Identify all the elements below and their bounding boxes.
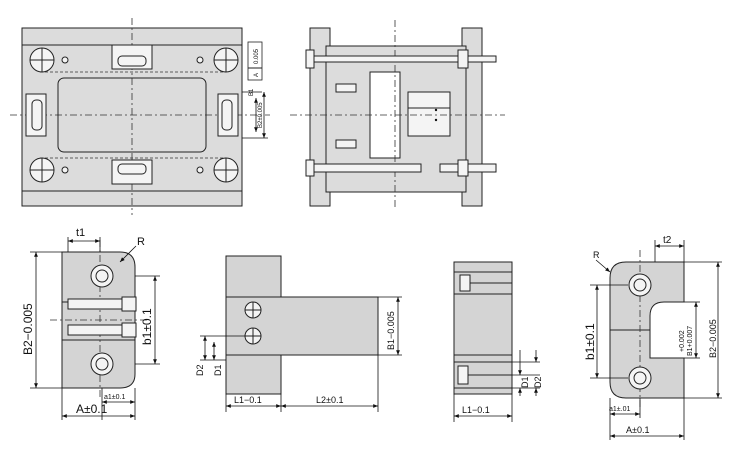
part4-block: R t2 b1±0.1 +0.002 B1+0.007 B2−0.005 a1±… xyxy=(583,235,722,440)
part4-b1-tol-label: B1+0.007 xyxy=(687,326,694,356)
tolerance-datum: A xyxy=(254,73,260,77)
part1-hole-bottom xyxy=(90,352,114,376)
guide-bushing-top-left xyxy=(29,47,55,73)
part1-screw-lower xyxy=(67,322,137,338)
part2-l2-label: L2±0.1 xyxy=(316,395,343,405)
part4-a-label: A±0.1 xyxy=(626,425,649,435)
part1-a-label: A±0.1 xyxy=(76,402,108,416)
part1-block: t1 R B2−0.005 b1±0.1 a1±0.1 A±0.1 xyxy=(21,227,160,420)
part3-l1-label: L1−0.1 xyxy=(462,405,490,415)
part4-b2-label: B2−0.005 xyxy=(708,319,718,358)
interlock-top xyxy=(111,44,153,70)
part4-hole-top xyxy=(628,273,652,297)
part4-b1-tol-upper: +0.002 xyxy=(679,330,686,352)
part2-block: B1−0.005 D2 D1 L1−0.1 L2±0.1 xyxy=(195,255,402,412)
part4-t2-label: t2 xyxy=(663,235,672,246)
tolerance-frame xyxy=(247,41,263,81)
part2-hole-top xyxy=(244,301,262,319)
part1-t1-label: t1 xyxy=(76,227,85,239)
part2-d2-label: D2 xyxy=(195,364,205,376)
part4-a1-label: a1±.01 xyxy=(609,406,630,413)
side-block xyxy=(407,91,451,137)
interlock-left xyxy=(25,93,47,137)
part4-b1-label: b1±0.1 xyxy=(583,323,597,360)
part1-b2-label: B2−0.005 xyxy=(21,303,35,355)
part2-hole-bottom xyxy=(244,327,262,345)
interlock-right xyxy=(217,93,239,137)
mold-side-view xyxy=(290,20,505,210)
part2-l1-label: L1−0.1 xyxy=(234,395,262,405)
b2-label: B2±0.005 xyxy=(258,102,264,128)
mold-base-plan-view: 0.005 A B1 B2±0.005 xyxy=(10,18,270,215)
part4-hole-bottom xyxy=(628,366,652,390)
part2-b1-label: B1−0.005 xyxy=(386,311,396,350)
b1-label: B1 xyxy=(249,88,255,96)
part3-d2-label: D2 xyxy=(533,376,543,388)
part1-b1-label: b1±0.1 xyxy=(140,308,154,345)
part1-a1-label: a1±0.1 xyxy=(104,394,125,401)
part1-screw-upper xyxy=(67,296,137,312)
part1-hole-top xyxy=(90,264,114,288)
interlock-bottom xyxy=(111,159,153,185)
guide-bushing-bottom-right xyxy=(213,157,239,183)
part3-d1-label: D1 xyxy=(520,376,530,388)
guide-bushing-top-right xyxy=(213,47,239,73)
guide-bushing-bottom-left xyxy=(29,157,55,183)
tolerance-value: 0.005 xyxy=(254,48,260,64)
part1-r-label: R xyxy=(137,236,145,248)
part2-d1-label: D1 xyxy=(213,364,223,376)
part4-r-label: R xyxy=(593,250,600,260)
part3-block: D1 D2 L1−0.1 xyxy=(453,261,543,422)
